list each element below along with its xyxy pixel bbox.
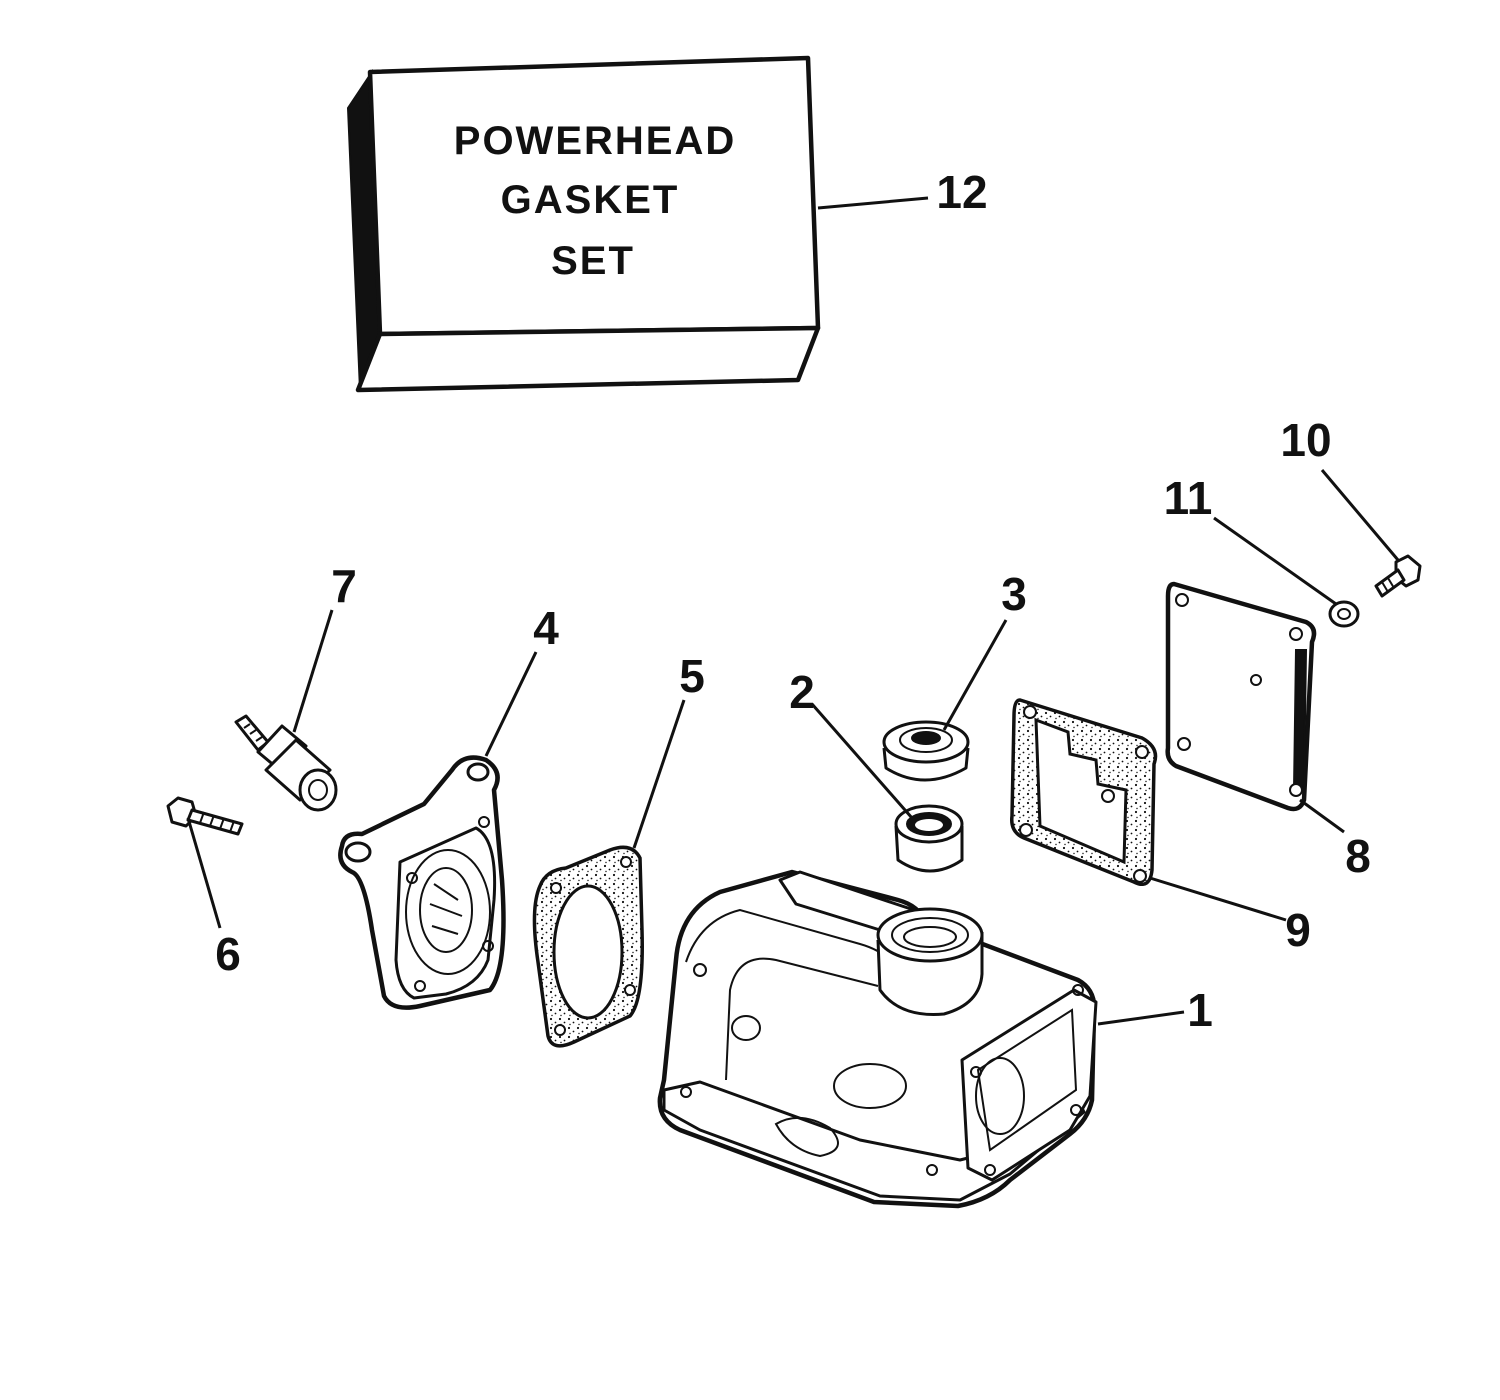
part-2-bearing (894, 804, 964, 873)
part-5-gasket (532, 845, 644, 1048)
part-3-seal (882, 720, 970, 782)
part-4-housing (338, 755, 506, 1010)
part-10-screw (1374, 554, 1422, 598)
part-1-crankcase (657, 869, 1098, 1209)
box-label-line3: SET (551, 239, 635, 283)
box-label-line2: GASKET (501, 178, 680, 222)
part-6-bolt (166, 796, 244, 836)
part-7-fitting (234, 714, 338, 812)
callout-9: 9 (1285, 904, 1311, 956)
gasket-set-box: POWERHEAD GASKET SET (346, 55, 821, 393)
callout-4: 4 (533, 602, 559, 654)
part-9-gasket (1010, 698, 1158, 886)
callout-2: 2 (789, 666, 815, 718)
callout-6: 6 (215, 928, 241, 980)
callout-1: 1 (1187, 984, 1213, 1036)
callout-5: 5 (679, 650, 705, 702)
callout-10: 10 (1280, 414, 1331, 466)
callout-11: 11 (1164, 472, 1213, 524)
callout-7: 7 (331, 560, 357, 612)
part-8-cover-plate (1165, 581, 1317, 812)
box-label-line1: POWERHEAD (454, 119, 736, 163)
callout-3: 3 (1001, 568, 1027, 620)
callout-numbers: 12 1 2 3 4 5 6 7 8 9 10 11 (215, 166, 1371, 1036)
part-11-washer (1328, 600, 1360, 628)
callout-12: 12 (936, 166, 987, 218)
callout-8: 8 (1345, 830, 1371, 882)
leader-lines (186, 196, 1400, 1026)
